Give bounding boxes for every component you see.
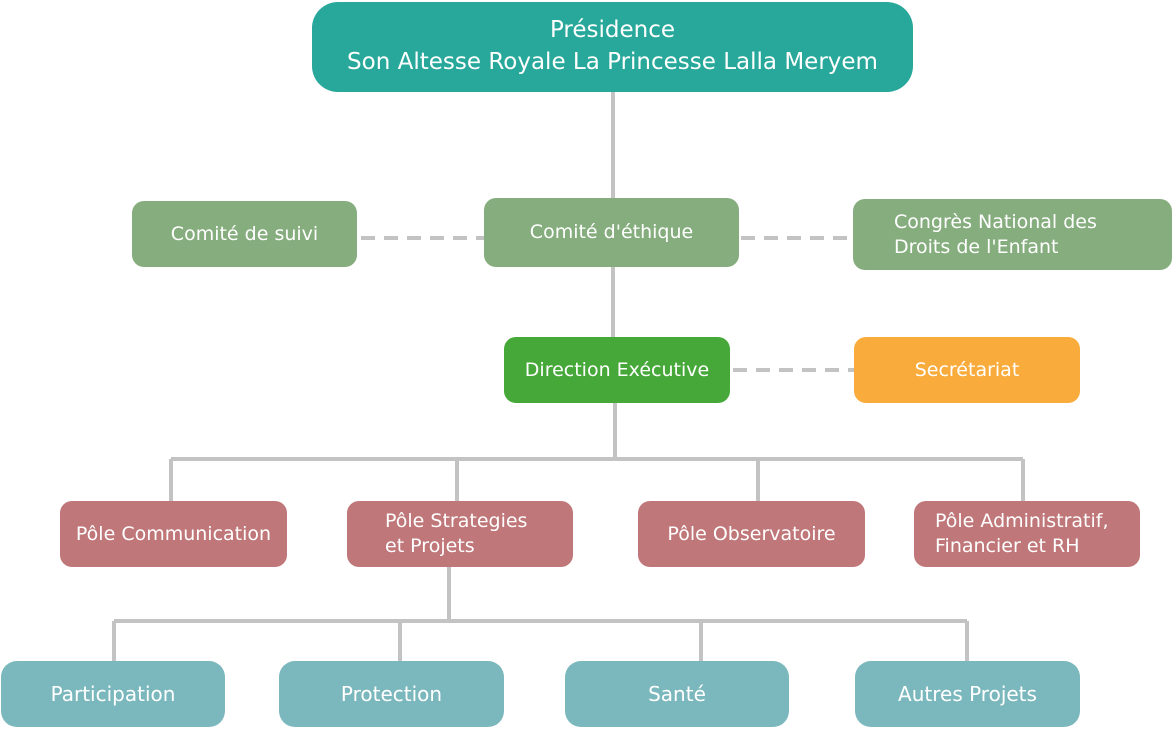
- autres-projets-box: Autres Projets: [855, 661, 1080, 727]
- pole-strategies-box: Pôle Strategies et Projets: [347, 501, 573, 567]
- presidence-title: Présidence: [549, 17, 676, 44]
- direction-executive-box: Direction Exécutive: [504, 337, 730, 403]
- participation-box: Participation: [1, 661, 225, 727]
- pole-administratif-label-line1: Pôle Administratif,: [935, 510, 1109, 533]
- pole-observatoire-label: Pôle Observatoire: [667, 522, 836, 545]
- congres-label-line1: Congrès National des: [894, 210, 1097, 233]
- participation-label: Participation: [50, 682, 176, 706]
- pole-communication-box: Pôle Communication: [60, 501, 287, 567]
- sante-label: Santé: [648, 682, 706, 706]
- pole-strategies-label-line1: Pôle Strategies: [385, 510, 528, 533]
- pole-communication-label: Pôle Communication: [75, 522, 272, 545]
- protection-label: Protection: [340, 682, 443, 706]
- secretariat-box: Secrétariat: [854, 337, 1080, 403]
- presidence-name: Son Altesse Royale La Princesse Lalla Me…: [347, 49, 878, 75]
- pole-administratif-label-line2: Financier et RH: [935, 535, 1080, 557]
- presidence-box: Présidence Son Altesse Royale La Princes…: [312, 2, 913, 92]
- congres-national-box: Congrès National des Droits de l'Enfant: [853, 199, 1172, 270]
- congres-label-line2: Droits de l'Enfant: [894, 235, 1059, 258]
- pole-strategies-label-line2: et Projets: [385, 535, 475, 557]
- comite-ethique-label: Comité d'éthique: [529, 221, 694, 244]
- sante-box: Santé: [565, 661, 789, 727]
- autres-projets-label: Autres Projets: [898, 682, 1037, 706]
- pole-observatoire-box: Pôle Observatoire: [638, 501, 865, 567]
- protection-box: Protection: [279, 661, 504, 727]
- comite-suivi-label: Comité de suivi: [170, 222, 319, 245]
- comite-suivi-box: Comité de suivi: [132, 201, 357, 267]
- comite-ethique-box: Comité d'éthique: [484, 198, 739, 267]
- direction-executive-label: Direction Exécutive: [524, 358, 710, 381]
- pole-administratif-box: Pôle Administratif, Financier et RH: [914, 501, 1140, 567]
- secretariat-label: Secrétariat: [914, 358, 1020, 381]
